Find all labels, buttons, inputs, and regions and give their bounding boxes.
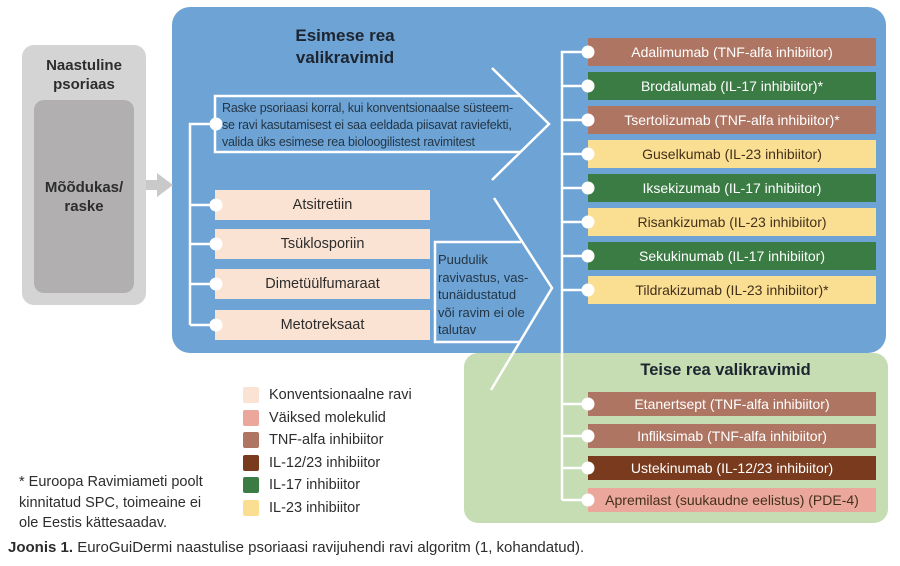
biologic-box-tildrakizumab: Tildrakizumab (IL-23 inhibiitor)*	[588, 276, 876, 304]
secondline-box-etanertsept: Etanertsept (TNF-alfa inhibiitor)	[588, 392, 876, 416]
secondline-box-apremilast: Apremilast (suukaudne eelistus) (PDE-4)	[588, 488, 876, 512]
legend-swatch-conventional-icon	[243, 387, 259, 403]
secondline-box-infliksimab: Infliksimab (TNF-alfa inhibiitor)	[588, 424, 876, 448]
legend-item-il17: IL-17 inhibiitor	[243, 477, 412, 493]
figure-caption: Joonis 1. EuroGuiDermi naastulise psoria…	[8, 539, 584, 556]
footnote: * Euroopa Ravimiameti poolt kinnitatud S…	[19, 474, 203, 531]
secondline-box-ustekinumab: Ustekinumab (IL-12/23 inhibiitor)	[588, 456, 876, 480]
figure-caption-text: EuroGuiDermi naastulise psoriaasi raviju…	[77, 539, 585, 556]
severity-box: Mõõdukas/ raske	[34, 100, 134, 293]
biologic-box-risankizumab: Risankizumab (IL-23 inhibiitor)	[588, 208, 876, 236]
legend-swatch-tnf-icon	[243, 432, 259, 448]
criteria-text: Raske psoriaasi korral, kui konventsiona…	[222, 101, 513, 149]
diagnosis-label: Naastuline psoriaas	[46, 57, 122, 93]
biologic-box-brodalumab: Brodalumab (IL-17 inhibiitor)*	[588, 72, 876, 100]
legend-label: IL-23 inhibiitor	[269, 499, 361, 516]
transition-text: Puudulik ravivastus, vas- tunäidustatud …	[438, 252, 529, 337]
legend-label: Väiksed molekulid	[269, 409, 386, 426]
legend-item-conventional: Konventsionaalne ravi	[243, 387, 412, 403]
legend-label: TNF-alfa inhibiitor	[269, 432, 384, 448]
biologic-box-guselkumab: Guselkumab (IL-23 inhibiitor)	[588, 140, 876, 168]
conventional-box-dimetuulfumaraat: Dimetüülfumaraat	[215, 269, 430, 299]
first-line-title: Esimese rea valikravimid	[295, 26, 395, 67]
biologic-box-adalimumab: Adalimumab (TNF-alfa inhibiitor)	[588, 38, 876, 66]
legend-item-small-molecule: Väiksed molekulid	[243, 409, 412, 426]
legend-item-il12-23: IL-12/23 inhibiitor	[243, 454, 412, 471]
biologic-box-sekukinumab: Sekukinumab (IL-17 inhibiitor)	[588, 242, 876, 270]
legend-label: IL-17 inhibiitor	[269, 477, 361, 493]
conventional-box-tsuklosporiin: Tsüklosporiin	[215, 229, 430, 259]
legend-swatch-small-molecule-icon	[243, 409, 259, 426]
conventional-box-metotreksaat: Metotreksaat	[215, 310, 430, 340]
legend-item-tnf: TNF-alfa inhibiitor	[243, 432, 412, 448]
biologic-box-iksekizumab: Iksekizumab (IL-17 inhibiitor)	[588, 174, 876, 202]
legend-label: IL-12/23 inhibiitor	[269, 454, 381, 471]
legend-item-il23: IL-23 inhibiitor	[243, 499, 412, 516]
conventional-box-atsitretiin: Atsitretiin	[215, 190, 430, 220]
second-line-title: Teise rea valikravimid	[640, 361, 811, 379]
figure-caption-label: Joonis 1.	[8, 539, 74, 556]
gray-right-arrow-icon	[146, 173, 173, 197]
legend: Konventsionaalne ravi Väiksed molekulid …	[243, 387, 412, 522]
legend-swatch-il23-icon	[243, 499, 259, 516]
legend-label: Konventsionaalne ravi	[269, 387, 412, 403]
legend-swatch-il17-icon	[243, 477, 259, 493]
biologic-box-tsertolizumab: Tsertolizumab (TNF-alfa inhibiitor)*	[588, 106, 876, 134]
legend-swatch-il12-23-icon	[243, 454, 259, 471]
